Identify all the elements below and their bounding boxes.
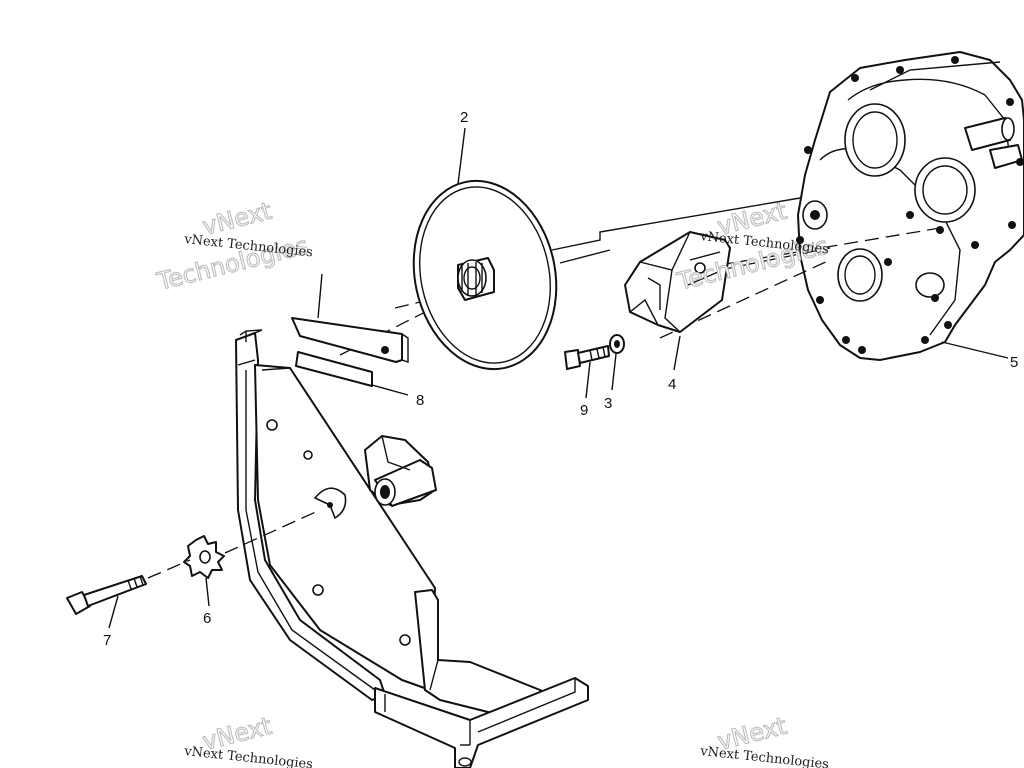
callout-6: 6 [203,610,211,627]
part-7-long-bolt [66,509,321,615]
part-8-shim-strips [291,317,409,387]
callout-3: 3 [604,395,612,412]
watermark-bottom-left: vNext vNext Technologies [183,711,314,768]
part-2-drive-pulley-sheave [412,179,558,371]
watermark-line: vNext Technologies [699,744,830,768]
watermark-top-right: vNext Technologies vNext Technologies [673,196,831,296]
watermark-bottom-right: vNext vNext Technologies [699,711,830,768]
leader-lines [108,127,1009,629]
callout-7: 7 [103,632,111,649]
watermark-line: vNext Technologies [183,744,314,768]
part-9-bolt [564,345,610,370]
watermark-top-left: vNext Technologies vNext Technologies [153,196,313,296]
callout-8: 8 [416,392,424,409]
callout-9: 9 [580,402,588,419]
callout-5: 5 [1010,354,1018,371]
callout-2: 2 [460,109,468,126]
frame-bracket-assembly [235,329,589,768]
part-6-star-washer [183,535,225,579]
callout-labels: 2 8 3 9 4 5 6 7 [103,109,1018,649]
callout-4: 4 [668,376,676,393]
part-5-gearcase-housing [796,51,1024,361]
part-3-washer [609,334,625,354]
bushing-sleeve [364,435,437,507]
part-4-mounting-bracket [624,231,731,333]
